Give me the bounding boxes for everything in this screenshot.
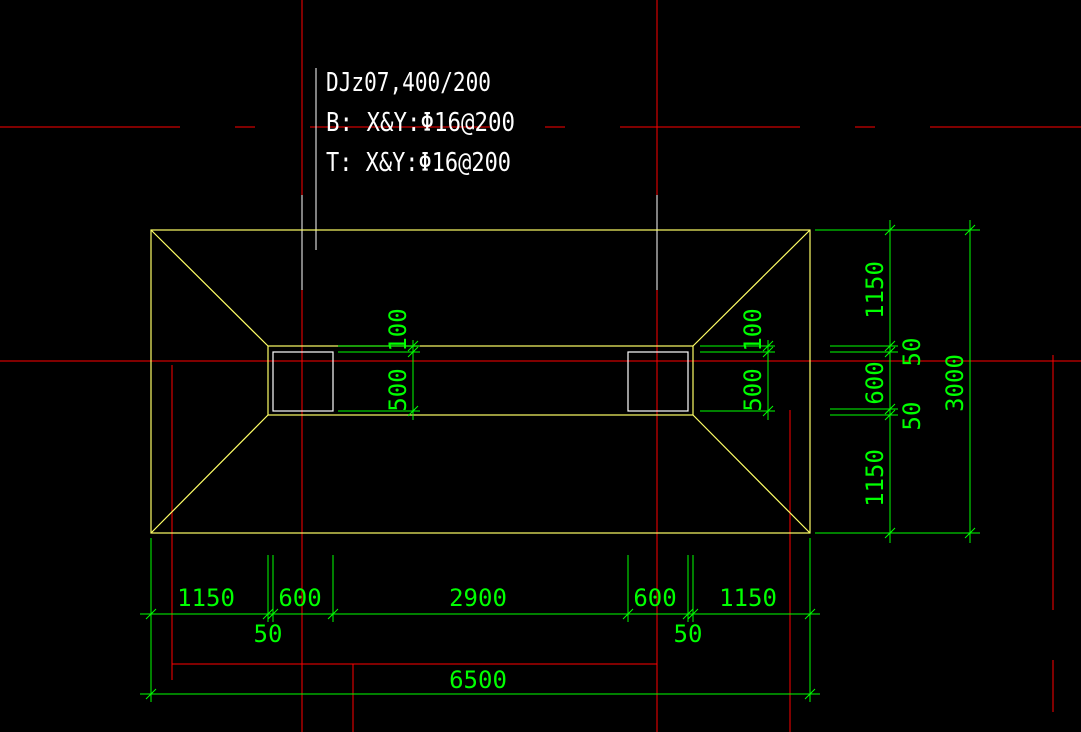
dim-label-bottom-600-left: 600 [278,584,321,612]
dimension-lines [140,220,980,702]
tick [884,224,896,236]
tick [145,688,157,700]
tick [262,608,274,620]
dim-label-right-1150-top: 1150 [861,261,889,319]
dim-label-inner-right-100: 100 [739,308,767,351]
annotation-line-2: B: X&Y:Φ16@200 [326,108,515,138]
tick [884,346,896,358]
tick [964,527,976,539]
footing-outline [150,229,811,534]
slope-edge-tl [150,229,269,347]
dim-label-bottom-2900: 2900 [449,584,507,612]
tick [964,224,976,236]
dim-label-bottom-600-right: 600 [633,584,676,612]
tick [145,608,157,620]
dim-label-right-total: 3000 [941,354,969,412]
dim-label-right-600: 600 [861,361,889,404]
tick [884,403,896,415]
tick [622,608,634,620]
tick [687,608,699,620]
tick [804,688,816,700]
leader-lines [301,68,658,290]
dimension-labels-right: 1150 50 600 50 1150 3000 [861,261,969,507]
footing-cap [267,345,694,416]
tick [682,608,694,620]
column-right [627,351,689,412]
footing-annotation: DJz07,400/200 B: X&Y:Φ16@200 T: X&Y:Φ16@… [326,68,515,178]
tick [407,405,419,417]
slope-edge-tr [692,229,811,347]
dimension-labels-inner: 100 500 100 500 [384,308,767,411]
tick [407,346,419,358]
dim-label-bottom-1150-right: 1150 [719,584,777,612]
dim-label-bottom-1150-left: 1150 [177,584,235,612]
dim-label-inner-left-500: 500 [384,368,412,411]
tick [407,340,419,352]
slope-edge-br [692,414,811,534]
tick [327,608,339,620]
dim-label-right-gap-top: 50 [898,338,926,367]
dim-label-bottom-gap-left: 50 [254,620,283,648]
annotation-line-1: DJz07,400/200 [326,68,491,98]
dim-label-bottom-total: 6500 [449,666,507,694]
slope-edge-bl [150,414,269,534]
dim-label-inner-left-100: 100 [384,308,412,351]
column-left [272,351,334,412]
dim-label-bottom-gap-right: 50 [674,620,703,648]
tick [884,409,896,421]
footing-base [150,229,811,534]
tick [267,608,279,620]
tick [884,527,896,539]
tick [762,405,774,417]
dim-label-right-1150-bottom: 1150 [861,449,889,507]
annotation-line-3: T: X&Y:Φ16@200 [326,148,511,178]
tick [804,608,816,620]
dim-label-inner-right-500: 500 [739,368,767,411]
dimension-labels-bottom: 1150 600 2900 600 1150 50 50 6500 [177,584,777,694]
tick [762,346,774,358]
tick [762,340,774,352]
dim-label-right-gap-bottom: 50 [898,402,926,431]
tick [884,340,896,352]
